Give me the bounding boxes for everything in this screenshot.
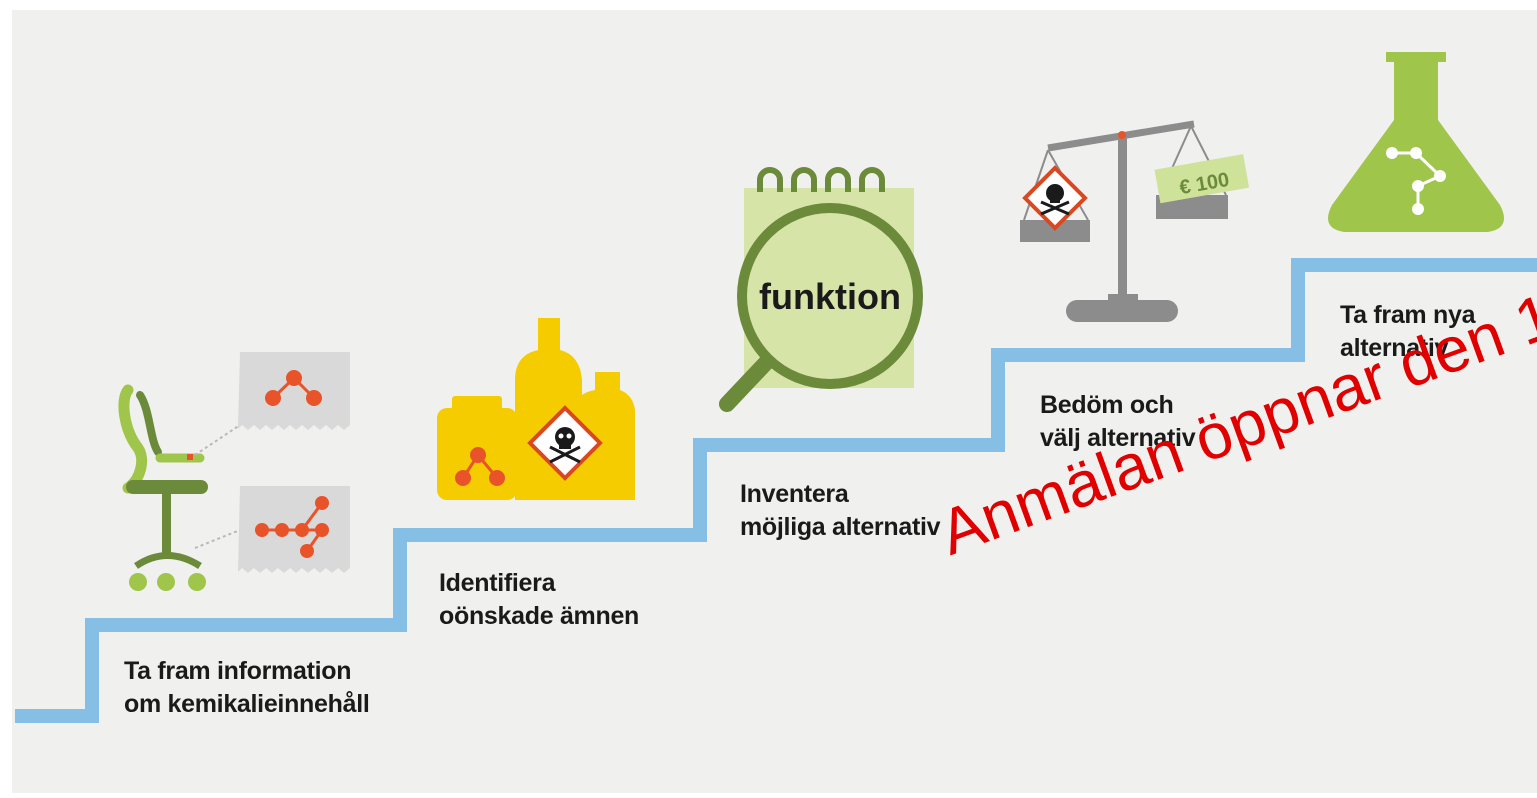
step-label: Ta fram information om kemikalieinnehåll <box>124 655 370 721</box>
flask-icon <box>1328 52 1504 232</box>
connector-line <box>194 529 241 549</box>
magnifier-icon <box>719 203 923 412</box>
step-label-line: alternativ <box>1340 334 1449 362</box>
notebook-word: funktion <box>759 276 901 317</box>
step-label: Inventera möjliga alternativ <box>740 478 941 544</box>
step-label: Bedöm och välj alternativ <box>1040 389 1196 455</box>
molecule-card-icon <box>238 352 350 430</box>
chemical-bottles-icon <box>437 318 635 500</box>
step-label: Identifiera oönskade ämnen <box>439 567 639 633</box>
step-label-line: Bedöm och <box>1040 391 1174 419</box>
molecule-card-icon <box>238 486 350 573</box>
banknote-icon <box>1154 154 1250 204</box>
step-label-line: välj alternativ <box>1040 424 1196 452</box>
skull-hazard-icon <box>1022 165 1088 231</box>
step-label-line: Ta fram nya <box>1340 301 1476 329</box>
office-chair-icon <box>118 384 208 591</box>
step-label-line: oönskade ämnen <box>439 602 640 630</box>
step-label: Ta fram nya alternativ <box>1340 299 1475 365</box>
step-label-line: Identifiera <box>439 569 556 597</box>
staircase-line <box>15 258 1537 723</box>
step-label-line: Ta fram information <box>124 657 352 685</box>
step-label-line: möjliga alternativ <box>740 513 941 541</box>
skull-hazard-icon <box>527 405 603 481</box>
step-label-line: Inventera <box>740 480 849 508</box>
step-label-line: om kemikalieinnehåll <box>124 690 370 718</box>
